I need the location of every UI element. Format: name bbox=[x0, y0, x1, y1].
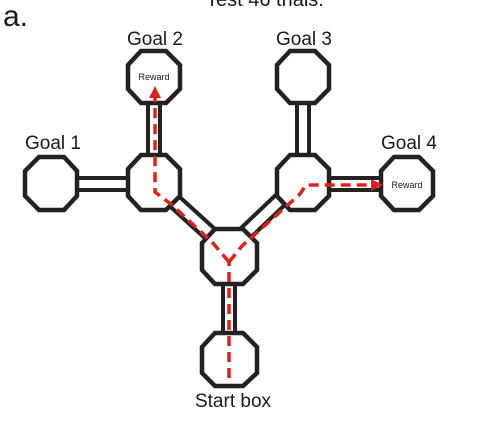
arrowhead-goal-4-icon bbox=[371, 179, 383, 191]
chamber-goal-1 bbox=[22, 154, 80, 213]
trajectory-path bbox=[153, 97, 374, 378]
trajectory-arrowheads bbox=[149, 86, 383, 191]
chamber-left-junction bbox=[125, 152, 183, 213]
reward-label-goal-2: Reward bbox=[138, 72, 169, 82]
reward-label-goal-4: Reward bbox=[391, 180, 422, 190]
chamber-right-junction bbox=[274, 152, 332, 213]
chamber-goal-4 bbox=[378, 154, 436, 213]
goal-3-label: Goal 3 bbox=[276, 29, 332, 50]
panel-label: a. bbox=[3, 0, 28, 33]
start-box-label: Start box bbox=[195, 391, 272, 412]
maze-arms bbox=[77, 105, 380, 333]
chamber-goal-3 bbox=[274, 48, 332, 106]
path-to-goal-4 bbox=[227, 183, 374, 264]
clipped-caption: Test 46 trials: bbox=[206, 0, 324, 11]
goal-2-label: Goal 2 bbox=[127, 29, 183, 50]
arrowhead-goal-2-icon bbox=[149, 86, 161, 98]
maze-chambers bbox=[22, 48, 436, 389]
arm-right-diagonal-inner bbox=[237, 188, 283, 232]
goal-4-label: Goal 4 bbox=[381, 133, 437, 154]
chamber-goal-2 bbox=[125, 48, 183, 106]
goal-1-label: Goal 1 bbox=[25, 133, 81, 154]
path-to-goal-2 bbox=[153, 97, 231, 264]
